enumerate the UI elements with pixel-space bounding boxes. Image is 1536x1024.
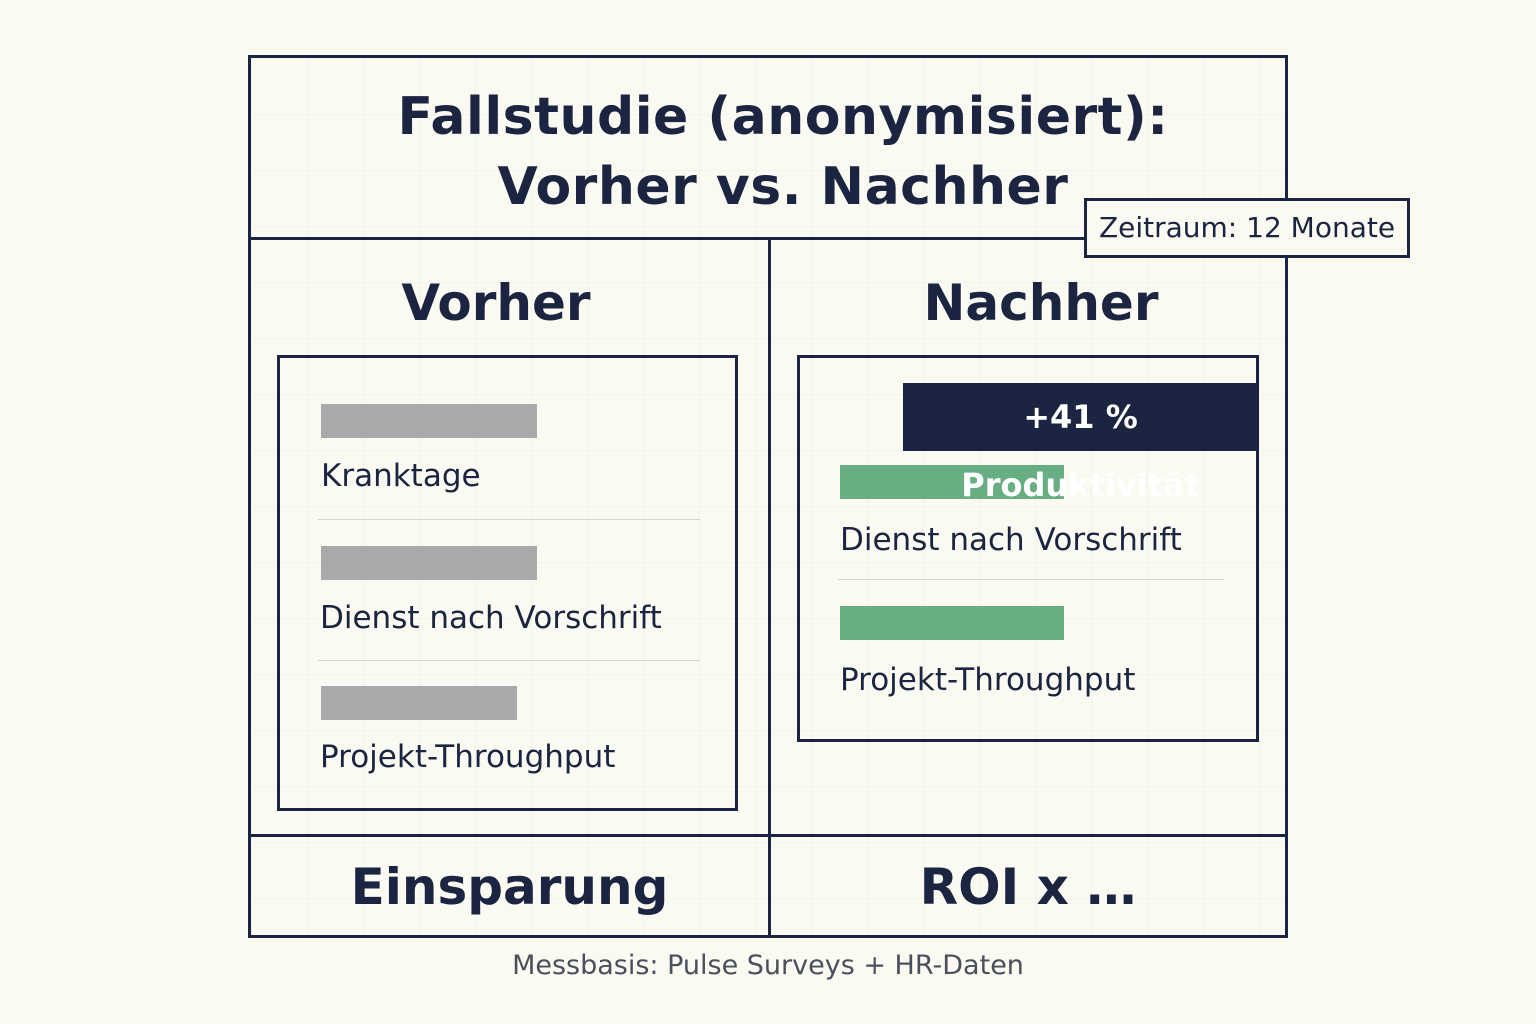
before-heading: Vorher (401, 274, 591, 332)
before-metric-label: Projekt-Throughput (320, 739, 616, 775)
summary-row: Einsparung ROI x … (251, 834, 1285, 938)
savings-label: Einsparung (350, 858, 669, 916)
after-metrics-card: Dienst nach Vorschrift Projekt-Throughpu… (797, 355, 1259, 742)
before-metrics-card: Kranktage Dienst nach Vorschrift Projekt… (277, 355, 738, 811)
footnote: Messbasis: Pulse Surveys + HR-Daten (512, 950, 1024, 981)
before-bar-kranktage (321, 404, 537, 438)
separator (318, 519, 700, 520)
roi-label: ROI x … (919, 858, 1137, 916)
before-bar-dienst (321, 546, 537, 580)
summary-divider (768, 837, 771, 938)
title-area: Fallstudie (anonymisiert): Vorher vs. Na… (251, 58, 1285, 240)
after-metric-label: Projekt-Throughput (840, 662, 1136, 698)
separator (318, 660, 700, 661)
column-divider (768, 240, 771, 938)
productivity-badge: +41 % Produktivität (903, 383, 1258, 504)
period-badge: Zeitraum: 12 Monate (1084, 198, 1410, 258)
before-bar-throughput (321, 686, 517, 720)
before-metric-label: Dienst nach Vorschrift (320, 600, 662, 636)
page-title: Fallstudie (anonymisiert): Vorher vs. Na… (397, 87, 1169, 217)
after-metric-label: Dienst nach Vorschrift (840, 522, 1182, 558)
before-metric-label: Kranktage (321, 458, 481, 494)
after-bar-dienst (840, 465, 1064, 499)
separator (838, 579, 1224, 580)
after-bar-throughput (840, 606, 1064, 640)
after-heading: Nachher (923, 274, 1159, 332)
